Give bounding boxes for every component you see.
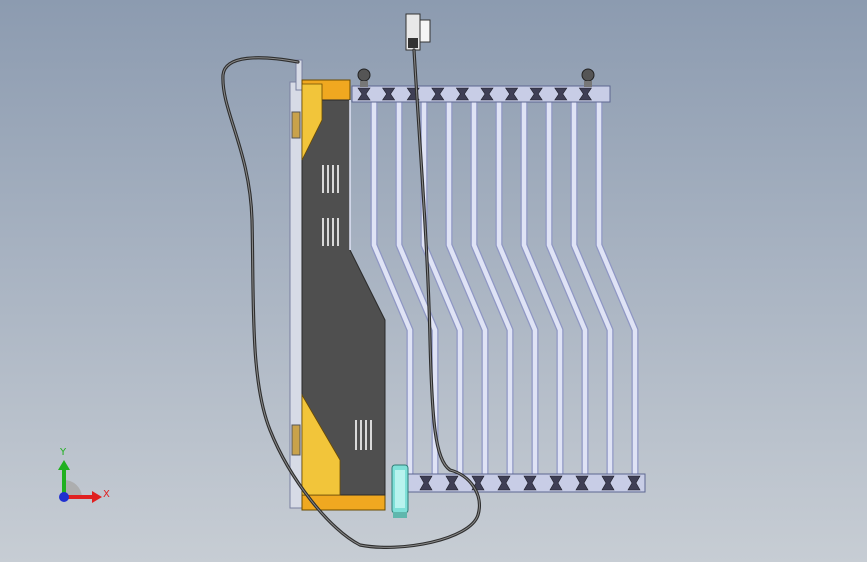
radiator-fin[interactable] bbox=[445, 100, 489, 490]
bottom-header-pipe[interactable] bbox=[393, 473, 646, 493]
header-coupler bbox=[601, 475, 615, 491]
radiator-fin-face bbox=[446, 100, 488, 490]
radiator-fin-face bbox=[546, 100, 588, 490]
top-header-pipe[interactable] bbox=[351, 68, 611, 103]
header-coupler bbox=[578, 87, 592, 101]
vent-slot bbox=[332, 165, 334, 193]
header-coupler bbox=[497, 475, 511, 491]
header-coupler bbox=[431, 87, 445, 101]
vent-slot bbox=[322, 218, 324, 246]
vent-slot bbox=[337, 165, 339, 193]
radiator-fin[interactable] bbox=[545, 100, 589, 490]
radiator-fins[interactable] bbox=[370, 100, 639, 490]
radiator-fin-face bbox=[421, 100, 463, 490]
control-housing[interactable] bbox=[289, 59, 386, 511]
vent-slot bbox=[355, 420, 357, 450]
y-axis-label: Y bbox=[59, 447, 67, 458]
header-coupler bbox=[627, 475, 641, 491]
vent-slot bbox=[327, 165, 329, 193]
header-coupler bbox=[529, 87, 543, 101]
radiator-fin[interactable] bbox=[570, 100, 614, 490]
housing-vents bbox=[322, 165, 372, 450]
vent-slot bbox=[360, 420, 362, 450]
header-coupler bbox=[575, 475, 589, 491]
power-cable[interactable] bbox=[221, 48, 481, 549]
coordinate-triad: Y X bbox=[58, 447, 110, 503]
radiator-fin-face bbox=[521, 100, 563, 490]
vent-slot bbox=[370, 420, 372, 450]
x-axis-label: X bbox=[103, 489, 110, 500]
vent-slot bbox=[327, 218, 329, 246]
radiator-fin[interactable] bbox=[595, 100, 639, 490]
radiator-fin-face bbox=[596, 100, 638, 490]
radiator-fin-face bbox=[371, 100, 413, 490]
radiator-fin-face bbox=[471, 100, 513, 490]
header-coupler bbox=[419, 475, 433, 491]
radiator-fin-face bbox=[396, 100, 438, 490]
header-coupler bbox=[549, 475, 563, 491]
header-coupler bbox=[523, 475, 537, 491]
radiator-fin[interactable] bbox=[520, 100, 564, 490]
header-coupler bbox=[455, 87, 469, 101]
radiator-fin[interactable] bbox=[470, 100, 514, 490]
radiator-fin-face bbox=[496, 100, 538, 490]
vent-slot bbox=[332, 218, 334, 246]
vent-slot bbox=[322, 165, 324, 193]
vent-slot bbox=[365, 420, 367, 450]
bottom-valve[interactable] bbox=[391, 464, 409, 518]
header-coupler bbox=[505, 87, 519, 101]
vent-slot bbox=[337, 218, 339, 246]
header-coupler bbox=[480, 87, 494, 101]
radiator-fin-face bbox=[571, 100, 613, 490]
header-coupler bbox=[554, 87, 568, 101]
radiator-fin[interactable] bbox=[495, 100, 539, 490]
plug-connector-icon[interactable] bbox=[405, 13, 431, 51]
header-coupler bbox=[357, 87, 371, 101]
header-coupler bbox=[382, 87, 396, 101]
header-coupler bbox=[445, 475, 459, 491]
